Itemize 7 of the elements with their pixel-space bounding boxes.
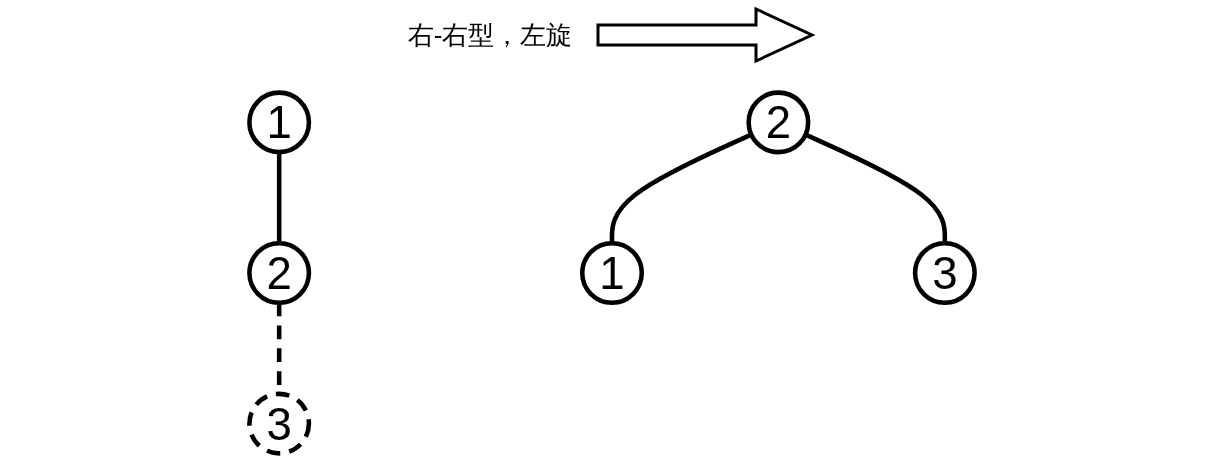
node-circle: 1 xyxy=(247,90,312,155)
node-circle: 3 xyxy=(912,240,977,306)
node-circle: 2 xyxy=(247,240,312,306)
node-circle: 1 xyxy=(579,240,645,306)
annotation-text: 右-右型，左旋 xyxy=(407,19,573,50)
node-circle: 2 xyxy=(746,90,811,155)
node-circle: 3 xyxy=(247,391,312,456)
